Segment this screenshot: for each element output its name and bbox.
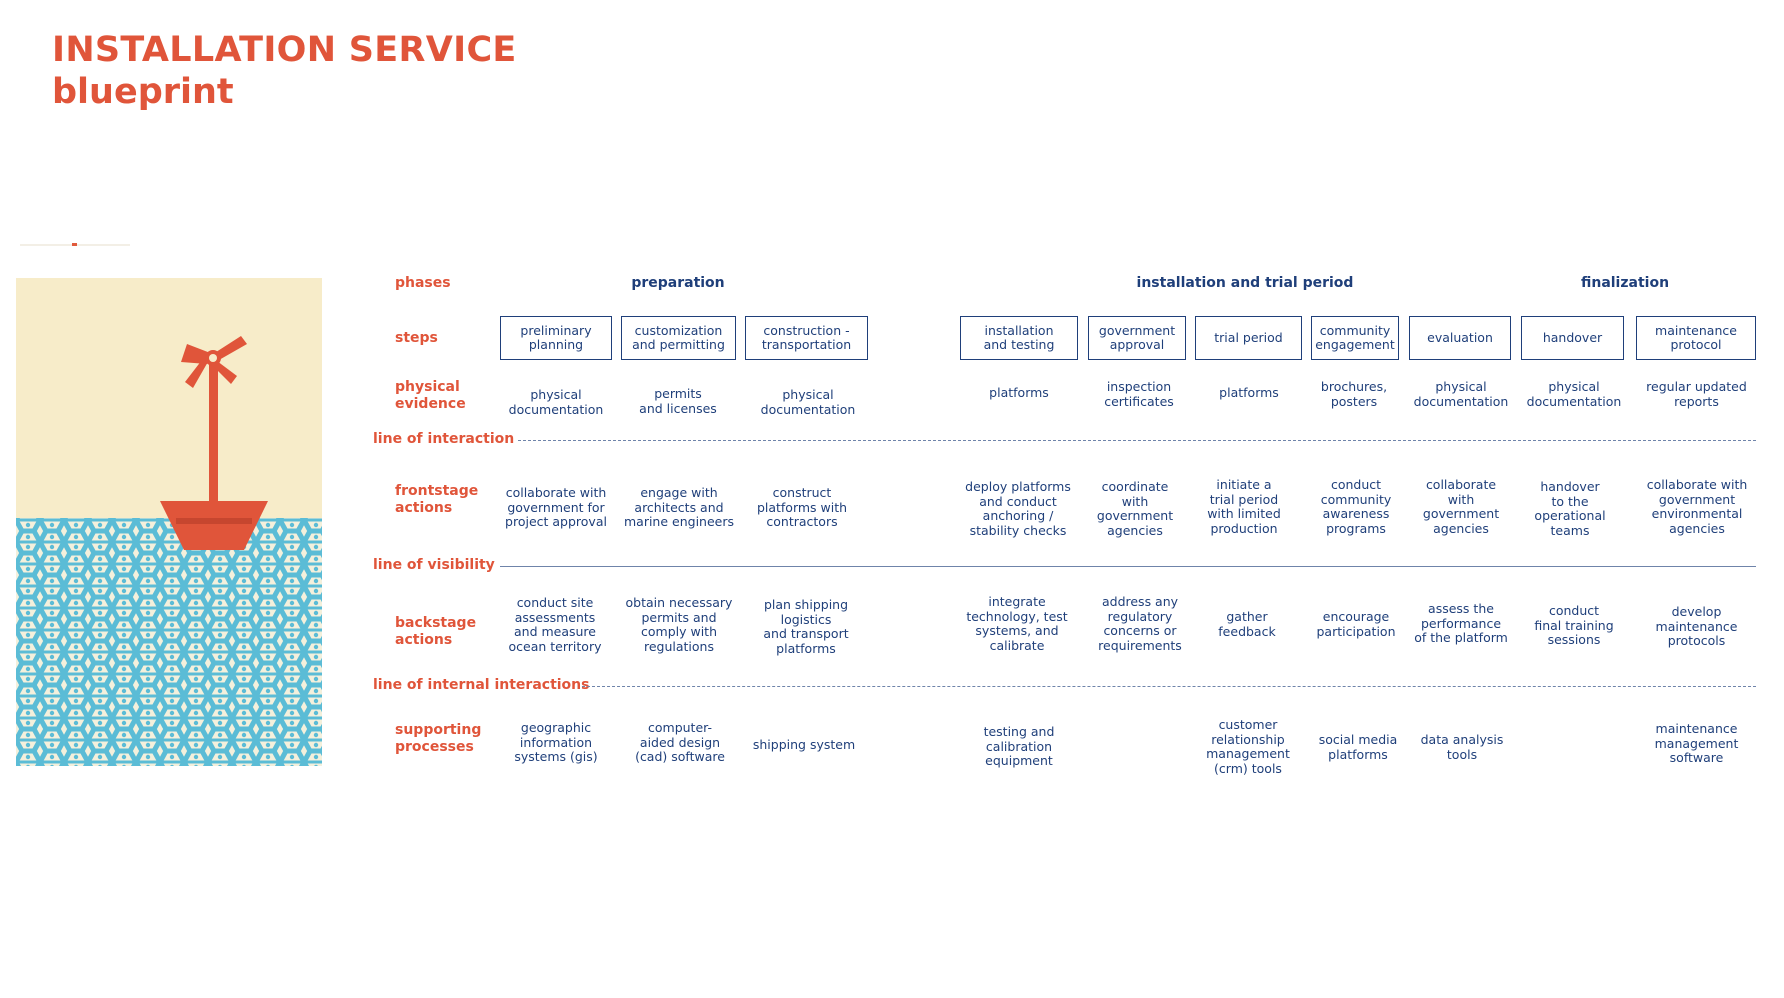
supporting-cell: social media platforms xyxy=(1318,732,1398,762)
step-box: community engagement xyxy=(1311,316,1399,360)
mast xyxy=(209,358,218,518)
step-box: trial period xyxy=(1195,316,1302,360)
step-box: customization and permitting xyxy=(621,316,736,360)
boat-hull xyxy=(160,501,268,550)
phase-preparation: preparation xyxy=(631,275,725,291)
step-box: maintenance protocol xyxy=(1636,316,1756,360)
frontstage-cell: conduct community awareness programs xyxy=(1320,477,1392,536)
evidence-cell: inspection certificates xyxy=(1104,379,1174,409)
step-box: evaluation xyxy=(1409,316,1511,360)
frontstage-cell: collaborate with government agencies xyxy=(1422,477,1500,536)
page-title: INSTALLATION SERVICE xyxy=(52,30,517,70)
backstage-cell: obtain necessary permits and comply with… xyxy=(625,595,733,654)
evidence-cell: platforms xyxy=(1219,385,1279,400)
backstage-cell: gather feedback xyxy=(1218,609,1276,639)
backstage-cell: assess the performance of the platform xyxy=(1414,601,1508,645)
backstage-cell: develop maintenance protocols xyxy=(1655,604,1738,648)
speck-mark xyxy=(72,243,77,246)
evidence-cell: regular updated reports xyxy=(1646,379,1747,409)
step-box: installation and testing xyxy=(960,316,1078,360)
windmill-icon xyxy=(181,336,247,388)
frontstage-cell: engage with architects and marine engine… xyxy=(623,485,734,529)
supporting-cell: shipping system xyxy=(752,737,856,752)
supporting-cell: testing and calibration equipment xyxy=(983,724,1055,768)
phase-installation: installation and trial period xyxy=(1136,275,1354,291)
step-box: preliminary planning xyxy=(500,316,612,360)
line-of-visibility xyxy=(500,566,1756,567)
row-label-line-interaction: line of interaction xyxy=(373,431,515,447)
line-of-internal-interactions xyxy=(582,686,1756,687)
frontstage-cell: initiate a trial period with limited pro… xyxy=(1207,477,1281,536)
frontstage-cell: collaborate with government for project … xyxy=(505,485,607,529)
backstage-cell: plan shipping logistics and transport pl… xyxy=(763,597,849,656)
evidence-cell: physical documentation xyxy=(760,387,856,417)
row-label-frontstage: frontstage actions xyxy=(395,483,479,516)
supporting-cell: data analysis tools xyxy=(1420,732,1504,762)
backstage-cell: conduct site assessments and measure oce… xyxy=(508,595,602,654)
frontstage-cell: construct platforms with contractors xyxy=(756,485,848,529)
step-box: construction - transportation xyxy=(745,316,868,360)
row-label-backstage: backstage actions xyxy=(395,615,477,648)
step-box: handover xyxy=(1521,316,1624,360)
evidence-cell: physical documentation xyxy=(1413,379,1509,409)
row-label-physical-evidence: physical evidence xyxy=(395,379,466,412)
water xyxy=(16,518,322,766)
supporting-cell: maintenance management software xyxy=(1654,721,1739,765)
backstage-cell: conduct final training sessions xyxy=(1534,603,1614,647)
backstage-cell: encourage participation xyxy=(1316,609,1396,639)
row-label-supporting: supporting processes xyxy=(395,722,482,755)
boat-illustration xyxy=(16,278,322,766)
phase-finalization: finalization xyxy=(1580,275,1670,291)
frontstage-cell: handover to the operational teams xyxy=(1534,479,1606,538)
line-of-interaction xyxy=(518,440,1756,441)
row-label-line-visibility: line of visibility xyxy=(373,557,495,573)
row-label-steps: steps xyxy=(395,330,438,346)
supporting-cell: geographic information systems (gis) xyxy=(514,720,598,764)
step-box: government approval xyxy=(1088,316,1186,360)
frontstage-cell: collaborate with government environmenta… xyxy=(1646,477,1748,536)
evidence-cell: platforms xyxy=(989,385,1049,400)
supporting-cell: customer relationship management (crm) t… xyxy=(1206,717,1290,776)
evidence-cell: physical documentation xyxy=(508,387,604,417)
backstage-cell: address any regulatory concerns or requi… xyxy=(1098,594,1182,653)
evidence-cell: brochures, posters xyxy=(1320,379,1388,409)
backstage-cell: integrate technology, test systems, and … xyxy=(966,594,1068,653)
supporting-cell: computer- aided design (cad) software xyxy=(635,720,725,764)
evidence-cell: permits and licenses xyxy=(639,386,717,416)
page-subtitle: blueprint xyxy=(52,72,234,112)
row-label-line-internal: line of internal interactions xyxy=(373,677,590,693)
row-label-phases: phases xyxy=(395,275,451,291)
evidence-cell: physical documentation xyxy=(1526,379,1622,409)
frontstage-cell: deploy platforms and conduct anchoring /… xyxy=(965,479,1071,538)
frontstage-cell: coordinate with government agencies xyxy=(1096,479,1174,538)
